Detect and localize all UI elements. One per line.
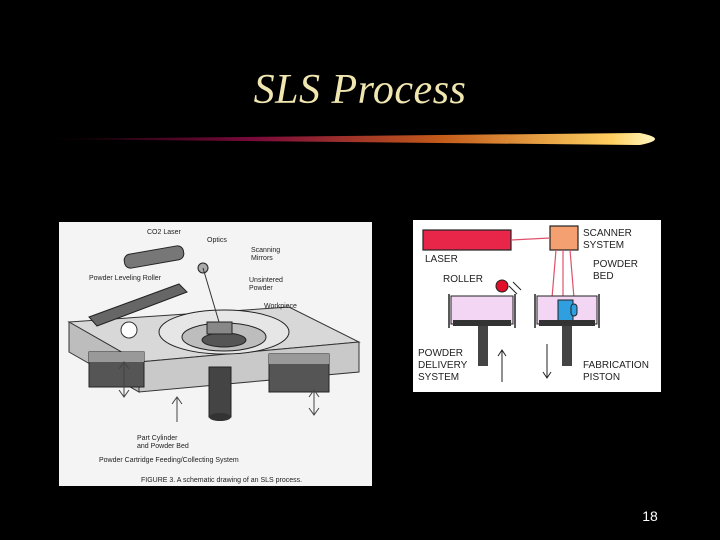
scanner-unit xyxy=(549,225,579,251)
slide-title: SLS Process xyxy=(253,67,467,113)
title-divider xyxy=(40,133,655,145)
label-roller: ROLLER xyxy=(443,274,483,285)
figure-caption: FIGURE 3. A schematic drawing of an SLS … xyxy=(141,477,302,484)
laser-unit xyxy=(422,229,512,251)
sls-system-diagram: LASER SCANNER SYSTEM POWDER BED ROLLER P… xyxy=(413,220,661,392)
label-scanner-system: SCANNER xyxy=(583,228,632,239)
label-fabrication-piston: FABRICATION xyxy=(583,360,649,371)
label-powder-leveling-roller: Powder Leveling Roller xyxy=(89,275,162,282)
svg-text:DELIVERY: DELIVERY xyxy=(418,360,468,371)
label-unsintered-powder: Unsintered xyxy=(249,277,283,284)
svg-text:SYSTEM: SYSTEM xyxy=(418,372,459,383)
roller xyxy=(495,279,509,293)
svg-text:Mirrors: Mirrors xyxy=(251,255,273,262)
label-co2-laser: CO2 Laser xyxy=(147,229,182,236)
label-part-cylinder: Part Cylinder xyxy=(137,435,178,442)
svg-text:and Powder Bed: and Powder Bed xyxy=(137,443,189,450)
svg-text:SYSTEM: SYSTEM xyxy=(583,240,624,251)
label-workpiece: Workpiece xyxy=(264,303,297,310)
label-scanning-mirrors: Scanning xyxy=(251,247,280,254)
svg-text:BED: BED xyxy=(593,271,614,282)
label-powder-delivery-system: POWDER xyxy=(418,348,463,359)
label-laser: LASER xyxy=(425,254,458,265)
svg-text:PISTON: PISTON xyxy=(583,372,620,383)
sls-schematic-figure: CO2 Laser Optics Scanning Mirrors Powder… xyxy=(59,222,372,486)
label-optics: Optics xyxy=(207,237,227,244)
label-powder-bed: POWDER xyxy=(593,259,638,270)
page-number: 18 xyxy=(642,508,658,524)
svg-text:Powder: Powder xyxy=(249,285,273,292)
label-powder-cartridge: Powder Cartridge Feeding/Collecting Syst… xyxy=(99,457,239,464)
